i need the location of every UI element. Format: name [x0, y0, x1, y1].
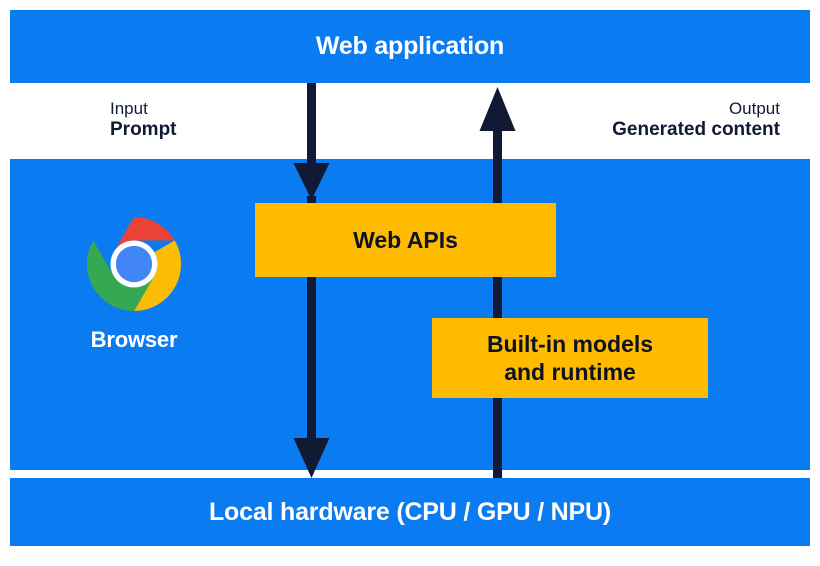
- component-builtin-models-line1: Built-in models: [486, 330, 654, 357]
- component-web-apis[interactable]: Web APIs: [255, 203, 556, 277]
- browser-identity: Browser: [74, 215, 194, 353]
- flow-output-kind: Output: [728, 99, 780, 118]
- band-web-application-label: Web application: [315, 32, 505, 60]
- flow-label-output: Output Generated content: [612, 99, 780, 141]
- component-builtin-models-label: Built-in models and runtime: [487, 330, 653, 386]
- band-local-hardware: Local hardware (CPU / GPU / NPU): [10, 478, 810, 546]
- component-builtin-models[interactable]: Built-in models and runtime: [432, 318, 708, 398]
- band-local-hardware-label: Local hardware (CPU / GPU / NPU): [208, 497, 611, 526]
- flow-output-value: Generated content: [612, 119, 780, 141]
- flow-label-input: Input Prompt: [110, 99, 177, 141]
- component-web-apis-label: Web APIs: [353, 226, 458, 253]
- chrome-logo-icon: [86, 216, 182, 312]
- flow-input-kind: Input: [110, 99, 148, 118]
- flow-input-value: Prompt: [110, 119, 177, 141]
- component-builtin-models-line2: and runtime: [504, 359, 636, 385]
- band-browser-label: Browser: [90, 327, 178, 352]
- band-web-application: Web application: [10, 10, 810, 83]
